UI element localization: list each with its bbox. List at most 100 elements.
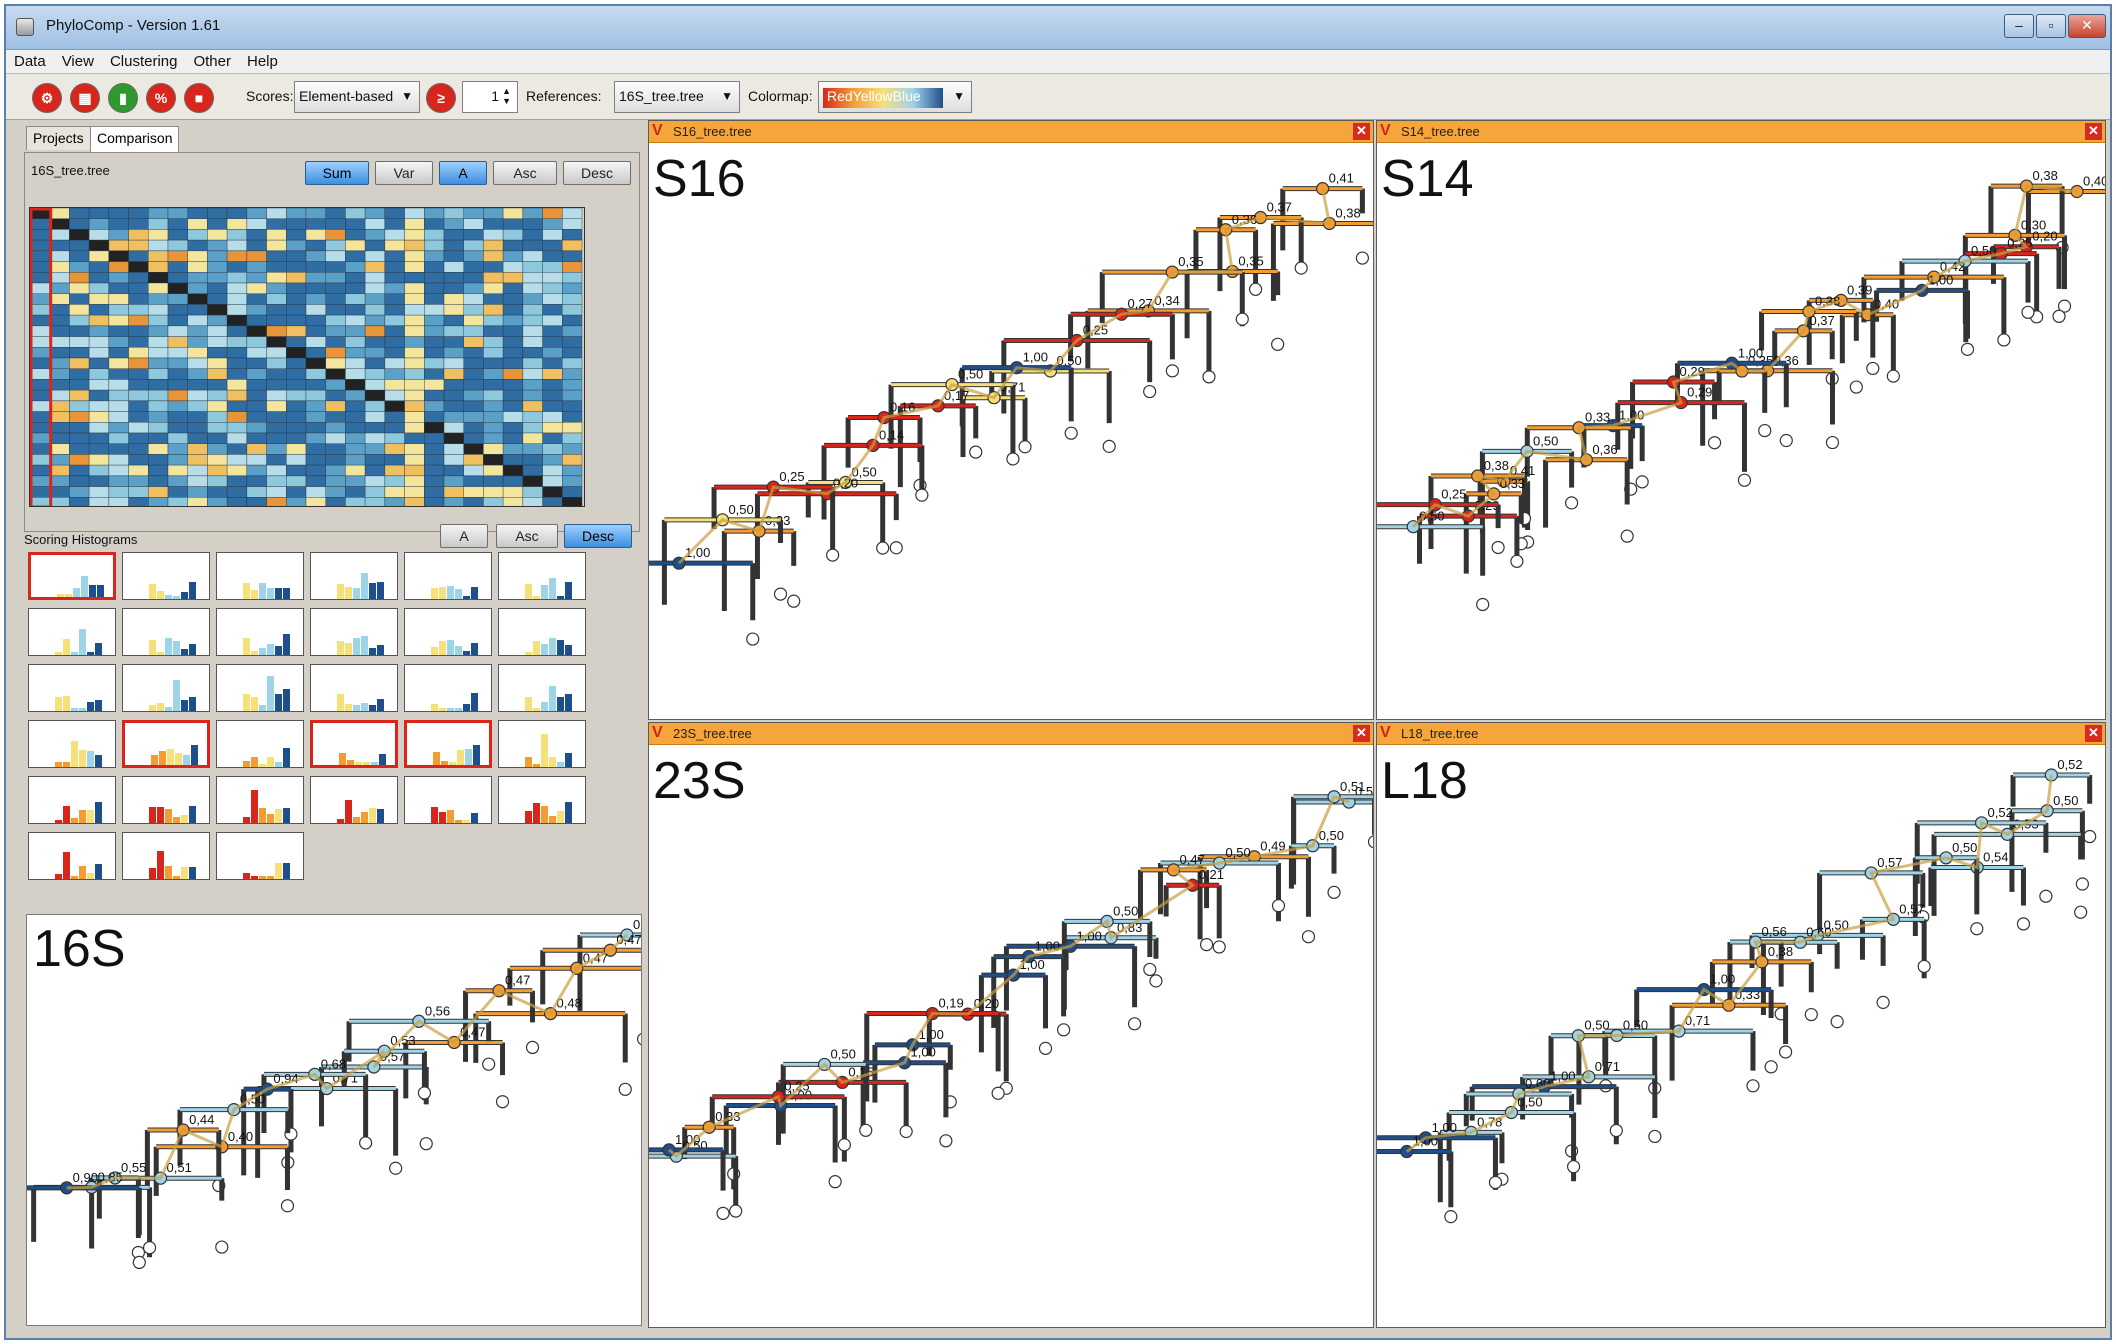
matrix-cell[interactable] [49,293,70,305]
matrix-cell[interactable] [325,497,346,507]
matrix-cell[interactable] [483,336,504,348]
matrix-cell[interactable] [345,229,366,241]
matrix-cell[interactable] [30,293,50,305]
tree-node[interactable]: 0,15 [775,1064,913,1145]
matrix-cell[interactable] [49,314,70,326]
matrix-cell[interactable] [562,261,583,273]
matrix-cell[interactable] [542,336,563,348]
matrix-cell[interactable] [364,336,386,348]
matrix-cell[interactable] [562,250,583,262]
tree-node[interactable]: 0,50 [1288,828,1344,899]
matrix-cell[interactable] [384,208,405,219]
matrix-cell[interactable] [148,497,169,507]
matrix-cell[interactable] [286,282,307,294]
tree-panel-16s[interactable]: 16S 0,500,470,470,480,470,470,560,570,53… [26,914,642,1326]
matrix-cell[interactable] [364,400,386,412]
matrix-cell[interactable] [148,325,169,337]
desc-button[interactable]: Desc [563,161,631,185]
matrix-cell[interactable] [443,422,464,434]
matrix-cell[interactable] [266,239,287,251]
matrix-cell[interactable] [562,464,583,477]
matrix-cell[interactable] [226,347,248,359]
matrix-cell[interactable] [404,368,425,380]
matrix-cell[interactable] [305,272,326,284]
matrix-cell[interactable] [443,486,464,498]
matrix-cell[interactable] [404,282,425,294]
matrix-cell[interactable] [286,347,307,359]
matrix-cell[interactable] [128,379,149,391]
matrix-cell[interactable] [424,368,445,380]
matrix-cell[interactable] [49,454,70,466]
matrix-cell[interactable] [69,314,90,326]
matrix-cell[interactable] [30,282,50,294]
matrix-cell[interactable] [207,379,228,391]
matrix-cell[interactable] [424,357,445,369]
colormap-dropdown[interactable]: RedYellowBlue▼ [818,81,972,113]
matrix-cell[interactable] [286,379,307,391]
matrix-cell[interactable] [483,250,504,262]
matrix-cell[interactable] [522,293,543,305]
matrix-cell[interactable] [148,347,169,359]
histogram-thumbnail[interactable] [122,608,210,656]
matrix-cell[interactable] [207,208,228,219]
matrix-cell[interactable] [207,304,228,316]
matrix-cell[interactable] [88,336,109,348]
matrix-cell[interactable] [443,411,464,423]
matrix-cell[interactable] [266,208,287,219]
matrix-cell[interactable] [542,304,563,316]
matrix-cell[interactable] [424,314,445,326]
matrix-cell[interactable] [69,379,90,391]
matrix-cell[interactable] [49,229,70,241]
matrix-cell[interactable] [305,389,326,402]
matrix-cell[interactable] [522,304,543,316]
matrix-cell[interactable] [522,272,543,284]
matrix-cell[interactable] [128,304,149,316]
matrix-cell[interactable] [364,250,386,262]
matrix-cell[interactable] [207,218,228,230]
matrix-cell[interactable] [49,272,70,284]
histogram-thumbnail[interactable] [122,720,210,768]
histogram-thumbnail[interactable] [404,720,492,768]
matrix-cell[interactable] [128,411,149,423]
matrix-cell[interactable] [266,497,287,507]
matrix-cell[interactable] [187,261,208,273]
matrix-cell[interactable] [502,400,524,412]
matrix-cell[interactable] [167,250,188,262]
matrix-cell[interactable] [384,229,405,241]
matrix-cell[interactable] [384,218,405,230]
matrix-cell[interactable] [404,347,425,359]
matrix-cell[interactable] [502,325,524,337]
tree-node[interactable]: 0,47 [1137,852,1214,952]
matrix-cell[interactable] [49,400,70,412]
matrix-cell[interactable] [562,497,583,507]
matrix-cell[interactable] [562,325,583,337]
matrix-cell[interactable] [345,250,366,262]
matrix-cell[interactable] [69,208,90,219]
matrix-cell[interactable] [30,325,50,337]
matrix-cell[interactable] [30,239,50,251]
matrix-cell[interactable] [305,475,326,487]
matrix-cell[interactable] [266,454,287,466]
matrix-cell[interactable] [108,389,129,402]
matrix-cell[interactable] [148,422,169,434]
matrix-cell[interactable] [325,272,346,284]
matrix-cell[interactable] [88,486,109,498]
histogram-thumbnail[interactable] [122,552,210,600]
matrix-cell[interactable] [502,272,524,284]
matrix-cell[interactable] [483,400,504,412]
matrix-cell[interactable] [286,486,307,498]
tree-s16[interactable]: 0,410,380,370,360,350,350,340,270,250,50… [649,143,1373,719]
histogram-thumbnail[interactable] [28,776,116,824]
matrix-cell[interactable] [266,411,287,423]
matrix-cell[interactable] [69,293,90,305]
matrix-cell[interactable] [148,282,169,294]
matrix-cell[interactable] [286,261,307,273]
matrix-cell[interactable] [207,239,228,251]
matrix-cell[interactable] [305,464,326,477]
matrix-cell[interactable] [384,314,405,326]
matrix-cell[interactable] [345,411,366,423]
matrix-cell[interactable] [463,282,484,294]
matrix-cell[interactable] [502,379,524,391]
matrix-cell[interactable] [226,443,248,455]
